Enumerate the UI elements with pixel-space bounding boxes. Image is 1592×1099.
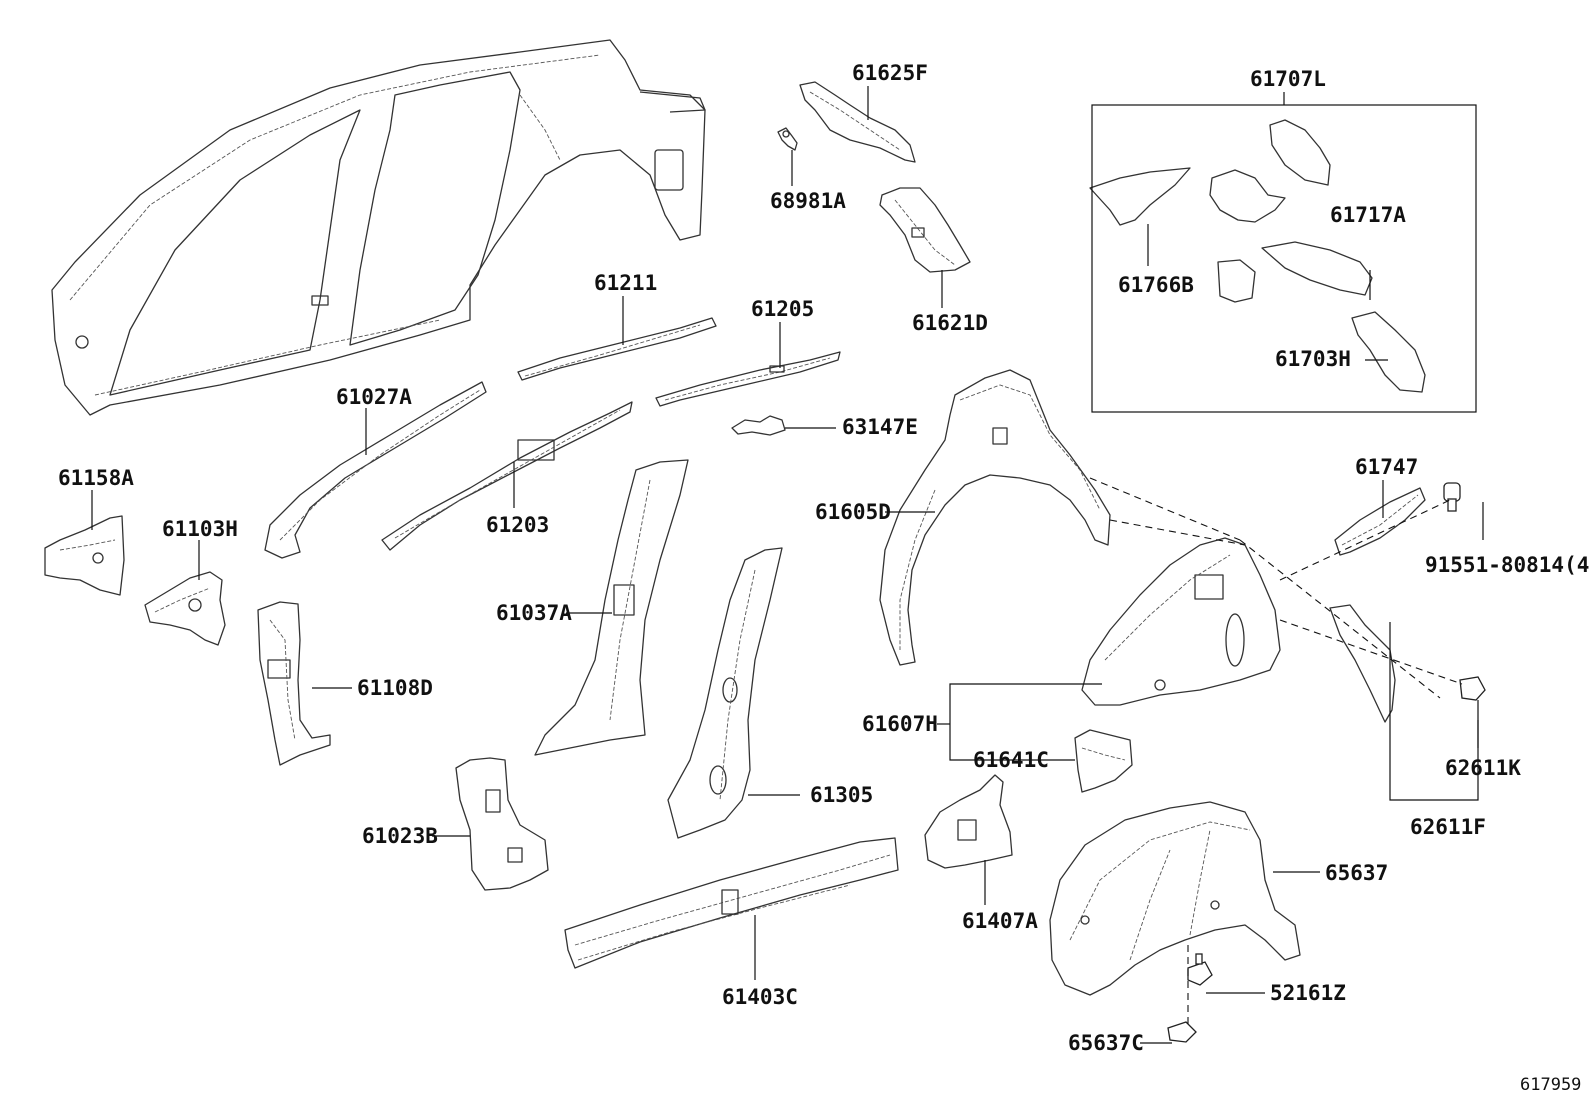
label-61203[interactable]: 61203 <box>486 513 549 537</box>
nut-65637C-drawing <box>1167 1021 1197 1043</box>
label-61103H[interactable]: 61103H <box>162 517 238 541</box>
label-61766B[interactable]: 61766B <box>1118 273 1194 297</box>
part-61605D-drawing <box>879 369 1111 666</box>
label-61037A[interactable]: 61037A <box>496 601 572 625</box>
part-61407A-drawing <box>924 774 1013 869</box>
label-61407A[interactable]: 61407A <box>962 909 1038 933</box>
leader-lines <box>91 86 1484 1044</box>
part-61641C-drawing <box>1074 729 1133 793</box>
part-61108D-drawing <box>257 601 331 766</box>
part-61103H-drawing <box>144 571 226 646</box>
side-outer-panel-drawing <box>51 39 706 416</box>
group-61707L-parts-drawing <box>1089 119 1426 393</box>
label-91551-80814[interactable]: 91551-80814(4) <box>1425 553 1592 577</box>
part-68981A-drawing <box>777 127 798 151</box>
part-61403C-drawing <box>564 837 899 969</box>
bolt-91551-drawing <box>1443 482 1461 512</box>
label-61625F[interactable]: 61625F <box>852 61 928 85</box>
clip-62611K-drawing <box>1459 676 1486 701</box>
label-61703H[interactable]: 61703H <box>1275 347 1351 371</box>
part-62611F-drawing <box>1329 604 1396 723</box>
label-61717A[interactable]: 61717A <box>1330 203 1406 227</box>
label-65637[interactable]: 65637 <box>1325 861 1388 885</box>
part-63147E-drawing <box>731 415 786 436</box>
label-61403C[interactable]: 61403C <box>722 985 798 1009</box>
part-61023B-drawing <box>455 757 549 891</box>
label-62611K[interactable]: 62611K <box>1445 756 1521 780</box>
label-61023B[interactable]: 61023B <box>362 824 438 848</box>
diagram-reference-number: 617959 <box>1520 1075 1581 1095</box>
label-61211[interactable]: 61211 <box>594 271 657 295</box>
part-61027A-drawing <box>264 381 487 559</box>
label-61027A[interactable]: 61027A <box>336 385 412 409</box>
label-61305[interactable]: 61305 <box>810 783 873 807</box>
part-61747-drawing <box>1334 487 1426 556</box>
part-61205-drawing <box>655 351 841 407</box>
label-61641C[interactable]: 61641C <box>973 748 1049 772</box>
label-61205[interactable]: 61205 <box>751 297 814 321</box>
part-65637-drawing <box>1049 801 1301 996</box>
label-61158A[interactable]: 61158A <box>58 466 134 490</box>
label-61607H[interactable]: 61607H <box>862 712 938 736</box>
label-52161Z[interactable]: 52161Z <box>1270 981 1346 1005</box>
part-61203-drawing <box>381 401 633 551</box>
part-61621D-drawing <box>879 187 971 273</box>
part-labels: 61625F 68981A 61621D 61211 61205 63147E … <box>58 61 1592 1095</box>
label-63147E[interactable]: 63147E <box>842 415 918 439</box>
clip-52161Z-drawing <box>1187 953 1213 986</box>
label-61747[interactable]: 61747 <box>1355 455 1418 479</box>
label-61621D[interactable]: 61621D <box>912 311 988 335</box>
part-61211-drawing <box>517 317 717 381</box>
label-61108D[interactable]: 61108D <box>357 676 433 700</box>
label-61707L[interactable]: 61707L <box>1250 67 1326 91</box>
assembly-dashed-lines <box>1089 477 1463 1024</box>
label-61605D[interactable]: 61605D <box>815 500 891 524</box>
part-61607H-drawing <box>1081 537 1281 706</box>
part-61625F-drawing <box>799 81 916 163</box>
label-65637C[interactable]: 65637C <box>1068 1031 1144 1055</box>
label-62611F[interactable]: 62611F <box>1410 815 1486 839</box>
part-61305-drawing <box>667 547 783 839</box>
part-61037A-drawing <box>534 459 689 756</box>
part-61158A-drawing <box>44 515 125 596</box>
label-68981A[interactable]: 68981A <box>770 189 846 213</box>
